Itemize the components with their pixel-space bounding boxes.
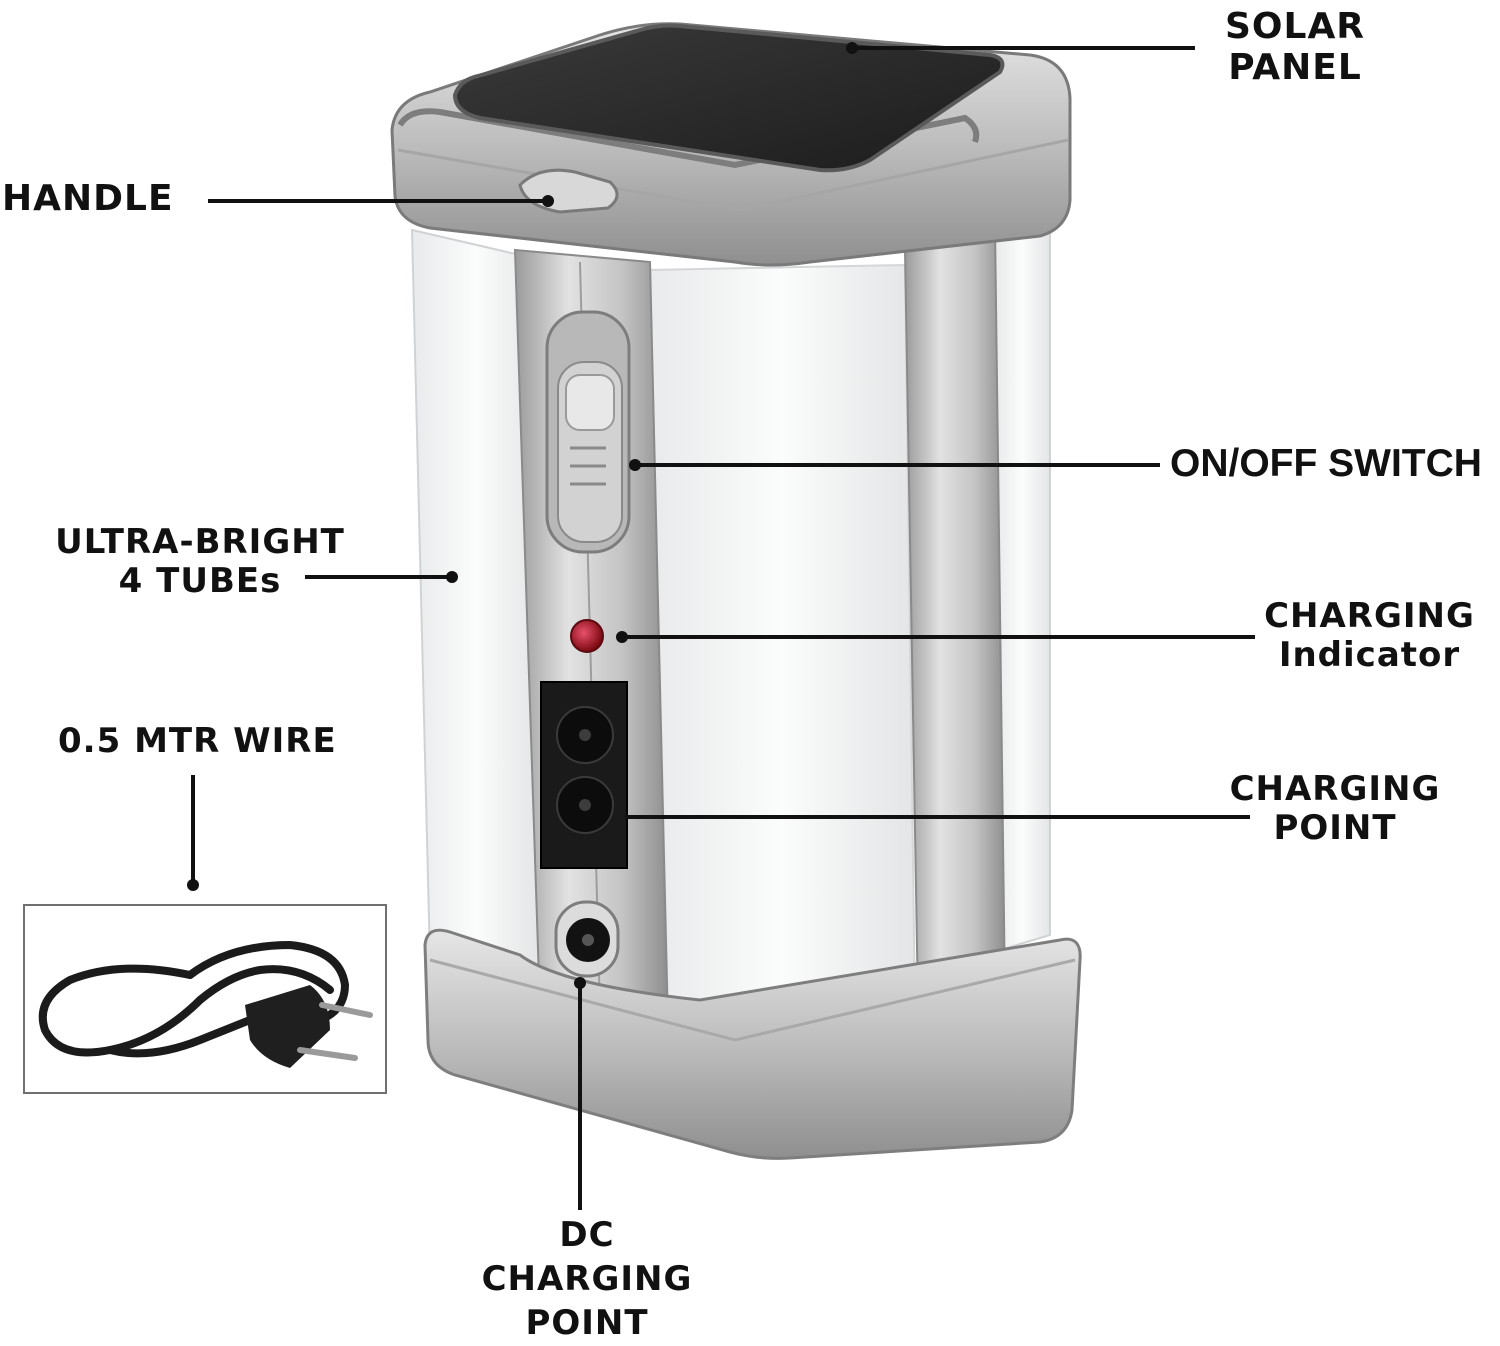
handle-wire [397,108,980,169]
dc-charging-socket [554,900,620,978]
lantern-body [390,22,1082,1160]
charging-indicator-led [570,619,604,653]
charging-point-socket [540,681,628,869]
pillar-right [903,226,1007,1007]
label-solar-panel: SOLAR PANEL [1224,6,1366,89]
wire-box [23,904,387,1094]
on-off-switch[interactable] [545,310,631,554]
label-handle: HANDLE [2,178,174,219]
power-cord-image [38,940,350,1058]
leader-lines [191,46,1255,1210]
label-ultra-bright-tubes: ULTRA-BRIGHT 4 TUBEs [55,522,345,602]
plug-body [245,985,330,1068]
label-on-off-switch: ON/OFF SWITCH [1170,442,1482,485]
label-dc-charging-point: DC CHARGING POINT [481,1215,693,1344]
label-charging-indicator: CHARGING Indicator [1264,596,1475,676]
label-charging-point: CHARGING POINT [1229,769,1441,849]
label-wire: 0.5 MTR WIRE [58,721,337,761]
lantern-base [423,928,1082,1160]
solar-panel [452,23,1005,173]
leader-dots [187,42,858,989]
